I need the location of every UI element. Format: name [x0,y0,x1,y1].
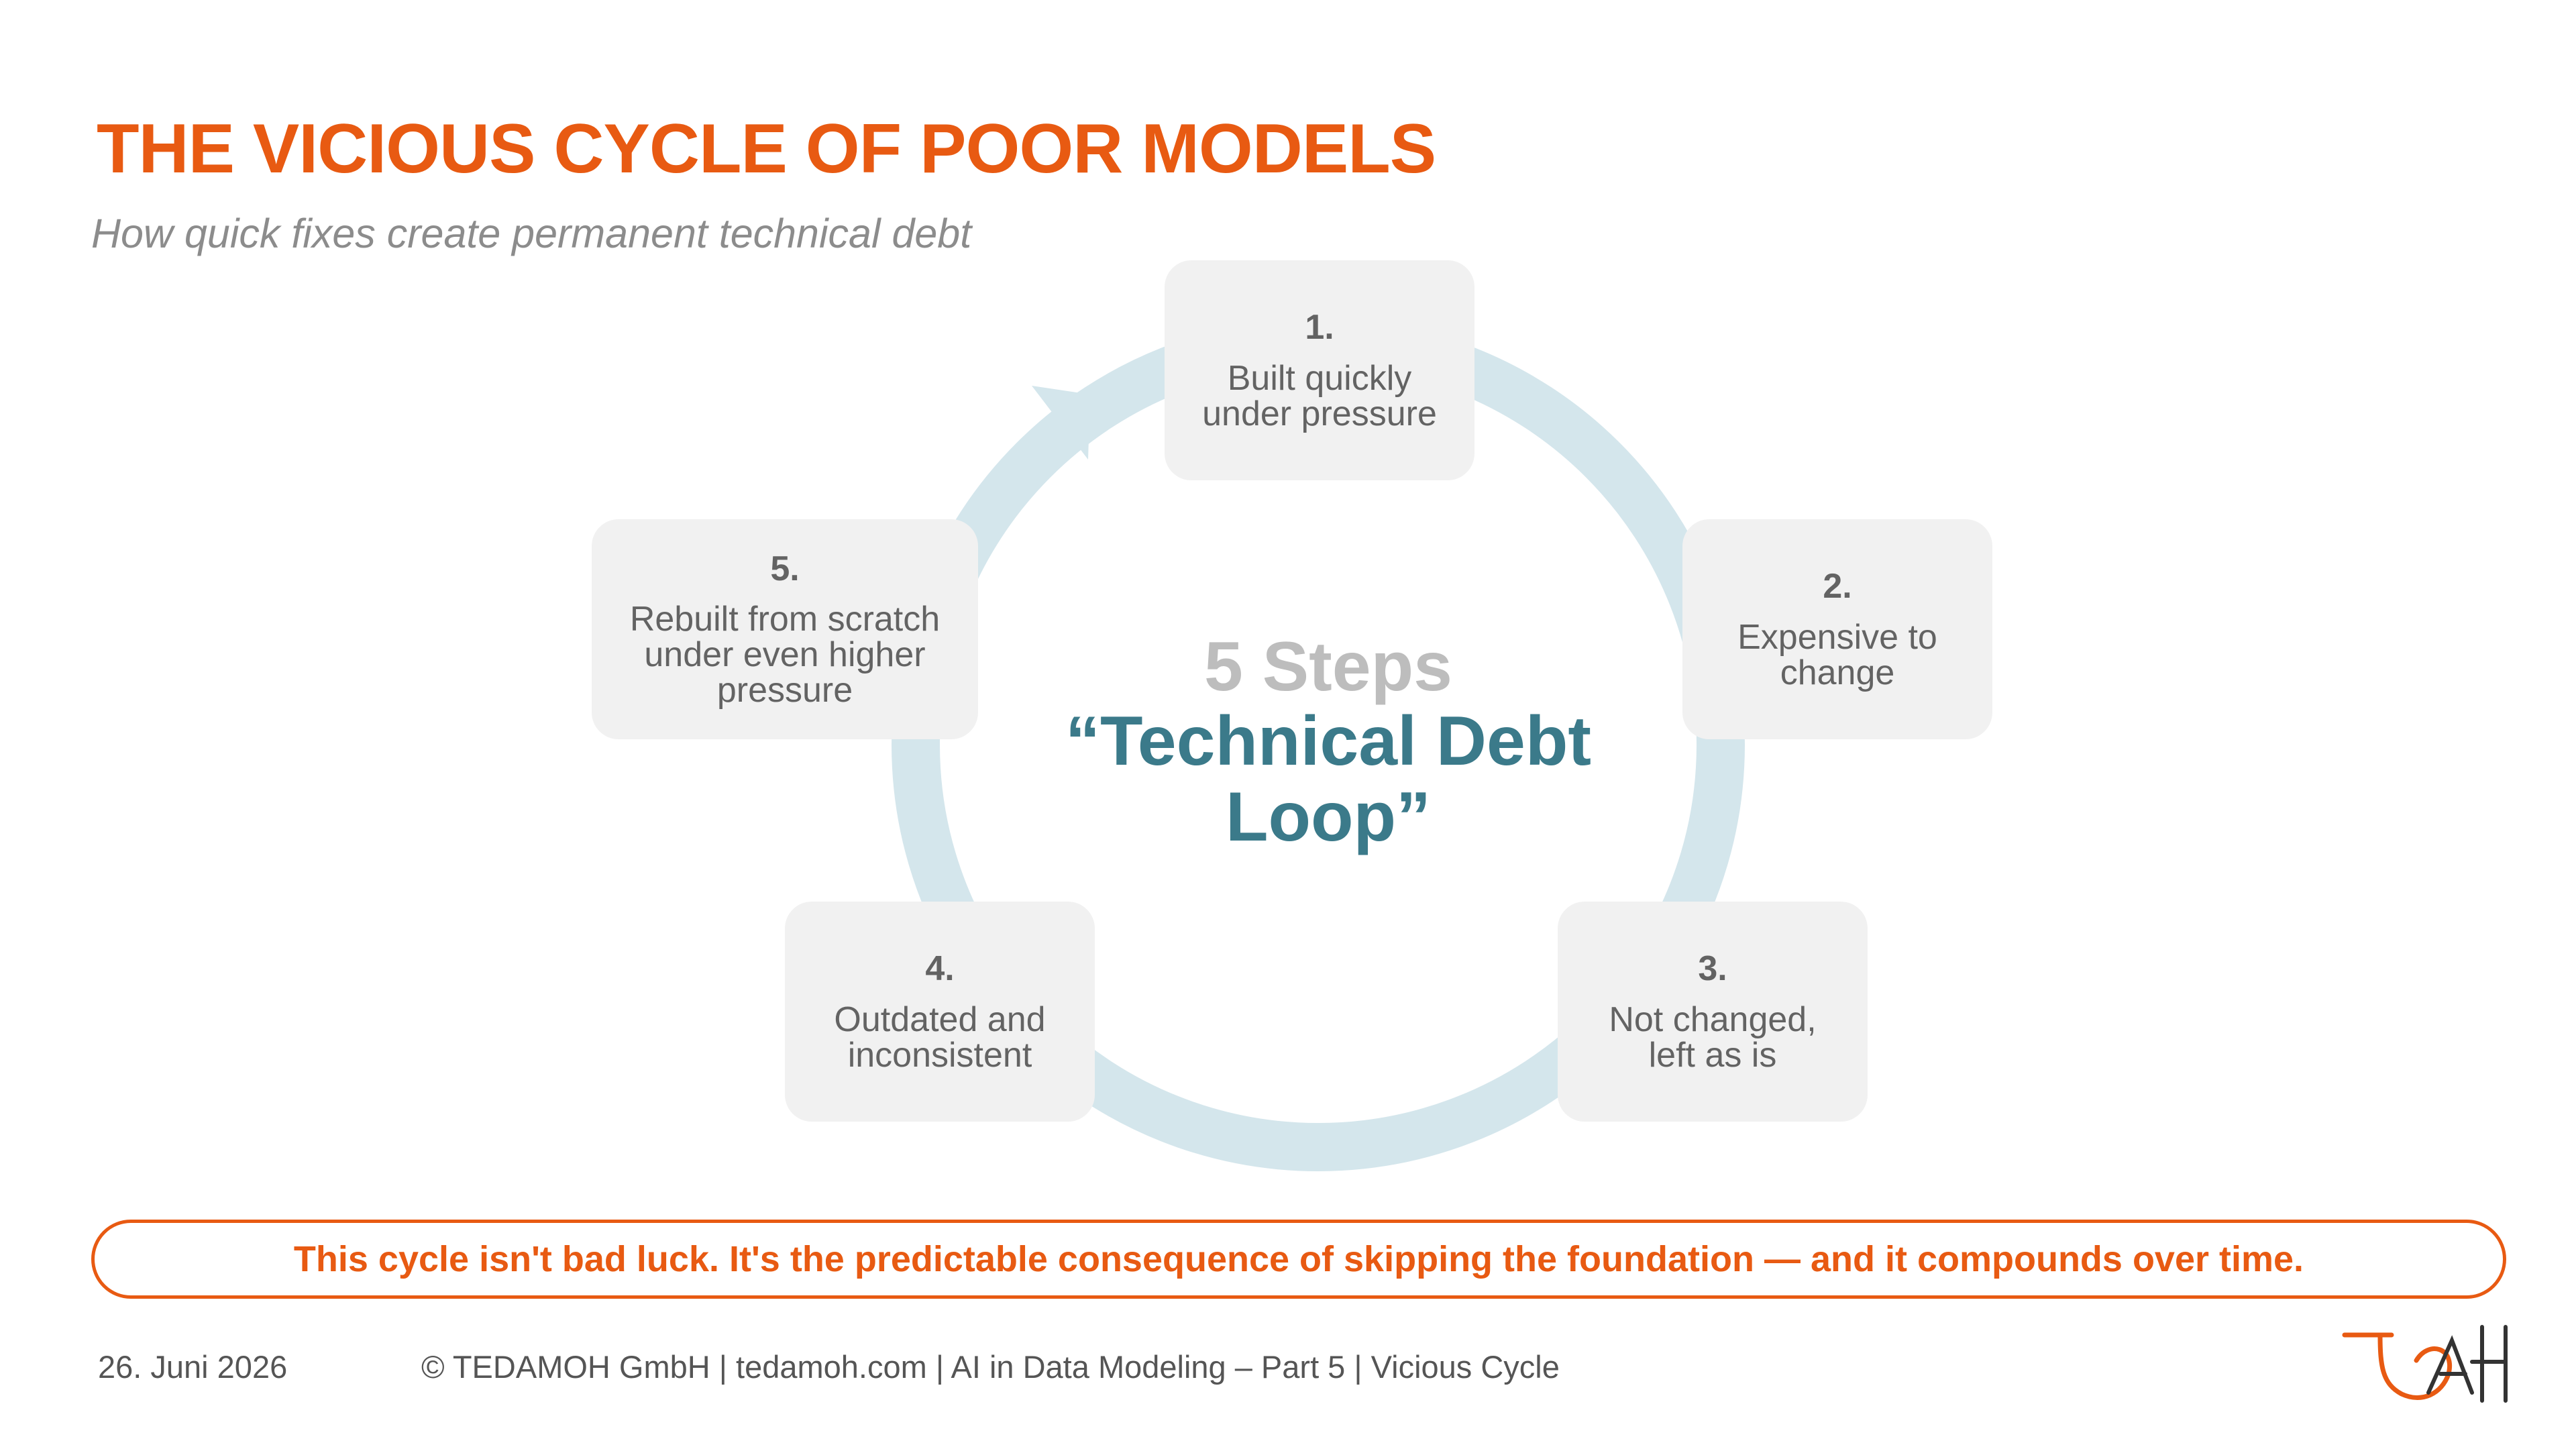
cycle-step-text: Rebuilt from scratch under even higher p… [629,600,941,710]
cycle-step-number: 1. [1305,308,1334,347]
conclusion-banner: This cycle isn't bad luck. It's the pred… [91,1220,2506,1299]
logo-dark-stroke [2426,1325,2508,1403]
cycle-step-text: Expensive to change [1737,617,1937,692]
cycle-step-1: 1. Built quickly under pressure [1165,260,1474,480]
cycle-step-2: 2. Expensive to change [1682,519,1992,739]
page-subtitle: How quick fixes create permanent technic… [91,211,972,256]
conclusion-banner-text: This cycle isn't bad luck. It's the pred… [293,1239,2304,1279]
cycle-center-label: 5 Steps “Technical Debt Loop” [979,628,1677,856]
cycle-step-number: 2. [1823,567,1852,606]
cycle-step-text: Not changed, left as is [1609,1000,1817,1075]
logo-orange-stroke [2342,1332,2453,1400]
cycle-step-number: 4. [925,949,955,989]
cycle-arrowhead [1032,386,1090,460]
center-steps-label: 5 Steps [1204,628,1452,706]
cycle-step-text: Built quickly under pressure [1202,358,1437,433]
footer-info: © TEDAMOH GmbH | tedamoh.com | AI in Dat… [421,1349,1560,1385]
cycle-step-text: Outdated and inconsistent [834,1000,1046,1075]
center-loop-label: “Technical Debt Loop” [1065,702,1591,856]
cycle-step-3: 3. Not changed, left as is [1558,902,1868,1122]
cycle-step-number: 3. [1698,949,1727,989]
tedamoh-logo-icon [2342,1325,2508,1403]
cycle-step-5: 5. Rebuilt from scratch under even highe… [592,519,978,739]
cycle-step-number: 5. [770,549,800,588]
footer-date: 26. Juni 2026 [98,1349,288,1385]
page-title: THE VICIOUS CYCLE OF POOR MODELS [97,110,1436,188]
cycle-step-4: 4. Outdated and inconsistent [785,902,1095,1122]
